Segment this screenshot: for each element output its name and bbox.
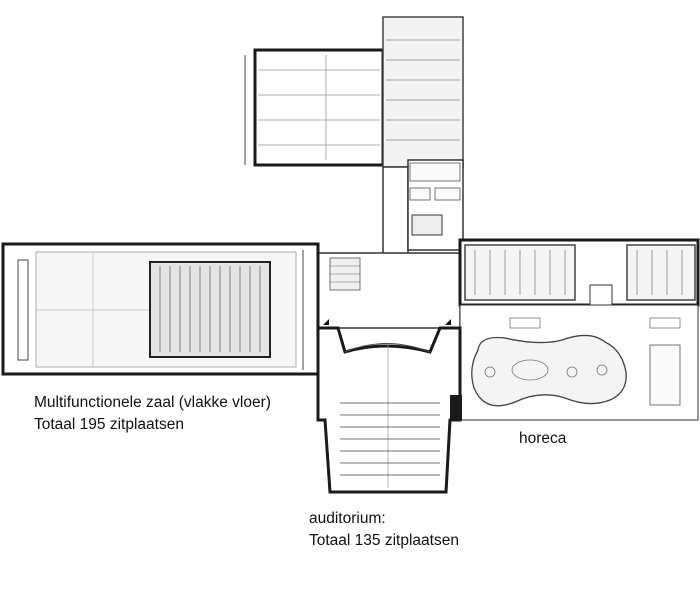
multifunctional-hall-name: Multifunctionele zaal (vlakke vloer) bbox=[34, 394, 271, 411]
horeca-name: horeca bbox=[519, 430, 567, 447]
auditorium bbox=[316, 326, 462, 494]
horeca-area bbox=[459, 304, 699, 421]
multifunctional-hall-capacity: Totaal 195 zitplaatsen bbox=[34, 416, 184, 433]
multifunctional-hall bbox=[1, 242, 320, 376]
classrooms-wing bbox=[458, 238, 700, 307]
auditorium-name: auditorium: bbox=[309, 510, 386, 527]
central-corridor bbox=[317, 159, 464, 329]
horeca-label: horeca bbox=[519, 428, 566, 450]
north-hall bbox=[244, 16, 464, 168]
multifunctional-hall-label: Multifunctionele zaal (vlakke vloer) Tot… bbox=[34, 392, 271, 436]
auditorium-capacity: Totaal 135 zitplaatsen bbox=[309, 532, 459, 549]
auditorium-label: auditorium: Totaal 135 zitplaatsen bbox=[309, 508, 459, 552]
